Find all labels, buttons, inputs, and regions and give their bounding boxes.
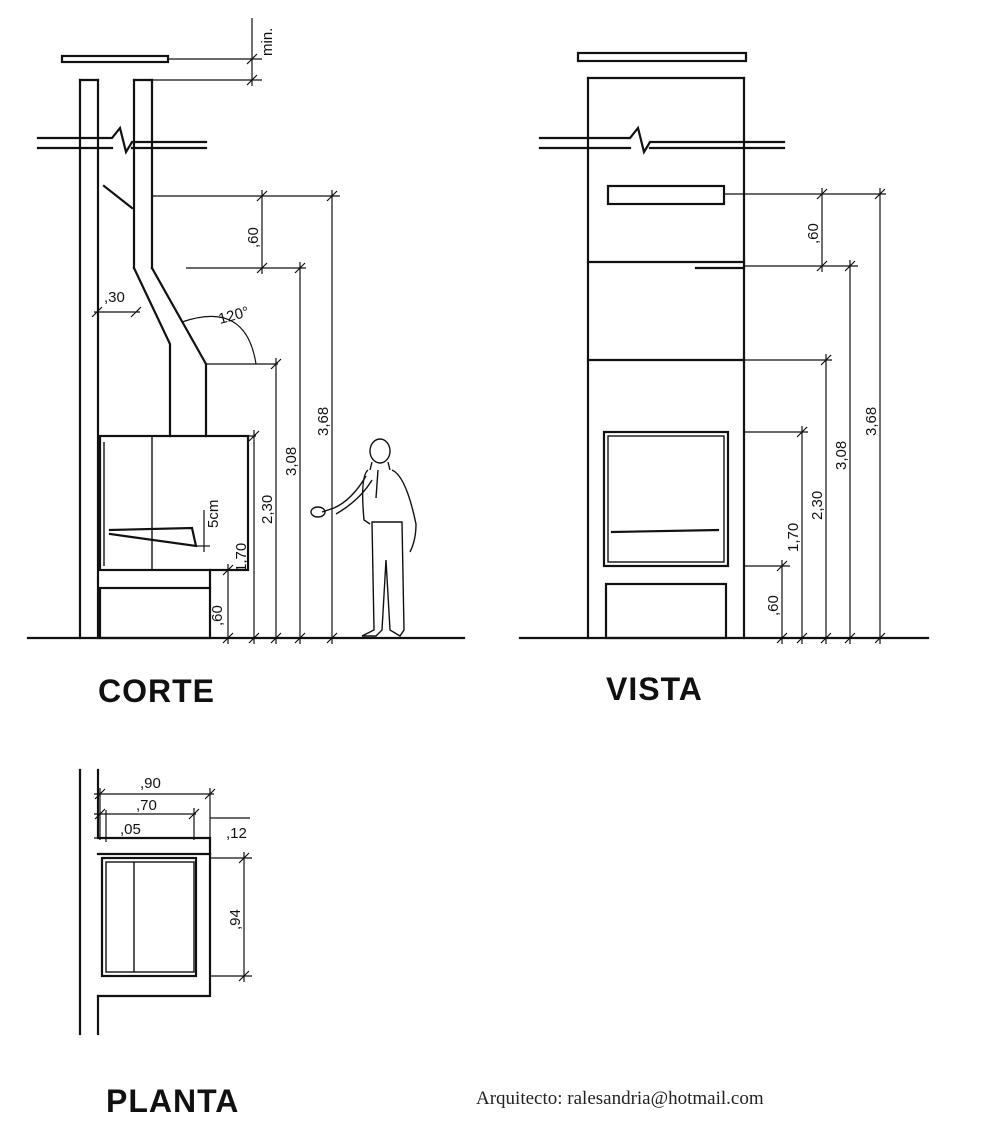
dim-planta-12: ,12 [226,825,247,842]
vista-base [604,582,728,640]
dim-corte-5cm: 5cm [205,500,222,528]
corte-section: min. ,30 120° [26,18,466,644]
dim-corte-230: 2,30 [259,495,276,524]
angle-arc [181,315,257,365]
dim-vista-60-top: ,60 [805,223,822,244]
dim-vista-368: 3,68 [863,407,880,436]
title-planta: PLANTA [106,1083,239,1119]
damper [102,184,134,210]
architect-credit: Arquitecto: ralesandria@hotmail.com [476,1088,764,1109]
vista-ceiling-slab [538,125,786,155]
min-label: min. [259,28,276,56]
dim-planta-70: ,70 [136,797,157,814]
dim-corte-30: ,30 [104,289,125,306]
dim-corte-60-base: ,60 [209,605,226,626]
dim-planta-05: ,05 [120,821,141,838]
vista-vent [606,184,726,206]
firebox [98,434,250,572]
ceiling-slab-top [36,125,208,155]
planta-fireplace-outline [96,816,212,998]
dim-corte-60-top: ,60 [245,227,262,248]
vista-grill [610,528,720,534]
dim-planta-94: ,94 [227,909,244,930]
grill [108,526,198,548]
vista-firebox [602,430,730,568]
dim-corte-170: 1,70 [233,543,250,572]
dim-corte-368: 3,68 [315,407,332,436]
angle-label: 120° [217,303,251,327]
dim-corte-308: 3,08 [283,447,300,476]
hood-outer [150,266,208,438]
human-figure [310,438,417,637]
corte-base [98,586,212,640]
vista-elevation: ,60 3,68 3,08 2,30 1,70 ,60 [518,51,930,644]
dim-vista-170: 1,70 [785,523,802,552]
planta-firebox [100,856,198,978]
vista-chimney-cap [576,51,748,63]
dim-vista-60-base: ,60 [765,595,782,616]
dim-vista-230: 2,30 [809,491,826,520]
title-corte: CORTE [98,673,215,709]
dim-planta-90: ,90 [140,775,161,792]
chimney-cap [60,54,170,64]
title-vista: VISTA [606,671,703,707]
hood-inner [132,266,172,438]
planta-plan: ,90 ,70 ,05 ,12 ,94 [78,768,252,1036]
dim-vista-308: 3,08 [833,441,850,470]
